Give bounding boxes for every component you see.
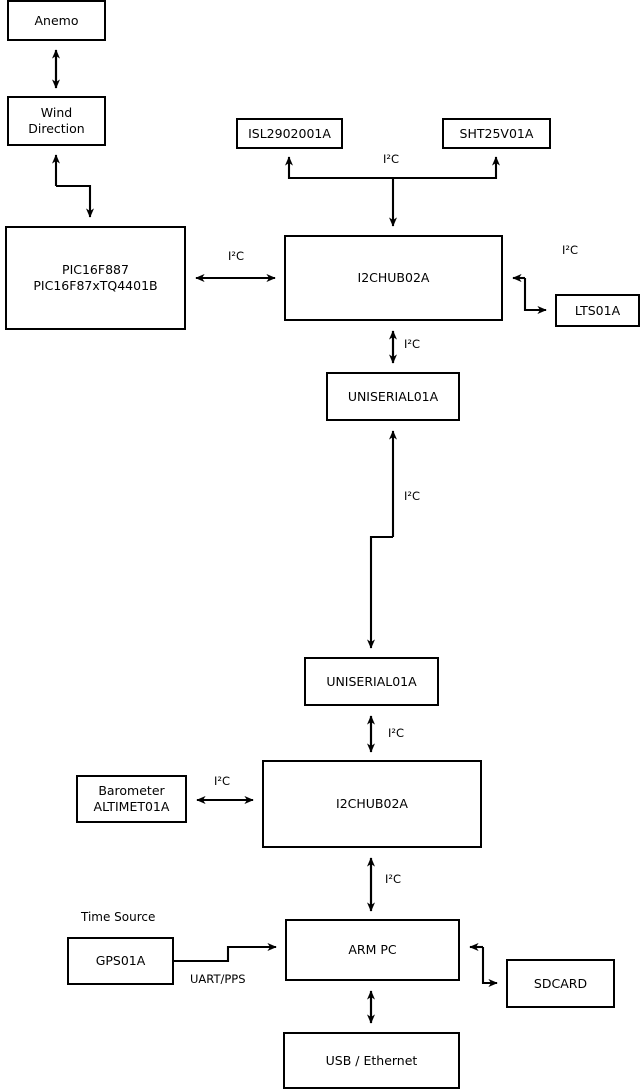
node-wind-direction[interactable]: Wind Direction bbox=[7, 96, 106, 146]
edge-label-hub2-arm: I²C bbox=[385, 872, 402, 886]
node-isl2902001a[interactable]: ISL2902001A bbox=[236, 118, 343, 149]
edge-label-gps-arm: UART/PPS bbox=[190, 972, 246, 986]
edge-label-hub-lts: I²C bbox=[562, 243, 579, 257]
node-pic-microcontroller[interactable]: PIC16F887 PIC16F87xTQ4401B bbox=[5, 226, 186, 330]
edge-label-hub-uniserial: I²C bbox=[404, 337, 421, 351]
node-sht25v01a[interactable]: SHT25V01A bbox=[442, 118, 551, 149]
node-usb-ethernet[interactable]: USB / Ethernet bbox=[283, 1032, 460, 1089]
node-anemo[interactable]: Anemo bbox=[7, 0, 106, 41]
edge-label-uniserial-uniserial: I²C bbox=[404, 489, 421, 503]
connector-bus-to-isl bbox=[285, 156, 393, 180]
node-sdcard[interactable]: SDCARD bbox=[506, 959, 615, 1008]
node-i2chub02a-bottom[interactable]: I2CHUB02A bbox=[262, 760, 482, 848]
edge-label-hub-sensors: I²C bbox=[383, 152, 400, 166]
node-barometer-altimet01a[interactable]: Barometer ALTIMET01A bbox=[76, 775, 187, 823]
connector-hub-to-lts bbox=[523, 278, 547, 315]
edge-label-uniserial-hub2: I²C bbox=[388, 726, 405, 740]
connector-uniserial-link-down bbox=[366, 535, 393, 649]
connector-bus-to-sht bbox=[393, 156, 501, 180]
node-gps01a[interactable]: GPS01A bbox=[67, 937, 174, 985]
node-arm-pc[interactable]: ARM PC bbox=[285, 919, 460, 981]
connector-arm-to-sdcard bbox=[481, 947, 498, 988]
label-time-source: Time Source bbox=[81, 910, 156, 924]
connector-wind-pic-jog bbox=[56, 184, 94, 218]
edge-label-pic-hub: I²C bbox=[228, 249, 245, 263]
connector-gps-arm bbox=[174, 943, 277, 963]
node-i2chub02a-top[interactable]: I2CHUB02A bbox=[284, 235, 503, 321]
node-lts01a[interactable]: LTS01A bbox=[555, 294, 640, 327]
node-uniserial01a-bottom[interactable]: UNISERIAL01A bbox=[304, 657, 439, 706]
node-uniserial01a-top[interactable]: UNISERIAL01A bbox=[326, 372, 460, 421]
edge-label-barometer-hub2: I²C bbox=[214, 774, 231, 788]
